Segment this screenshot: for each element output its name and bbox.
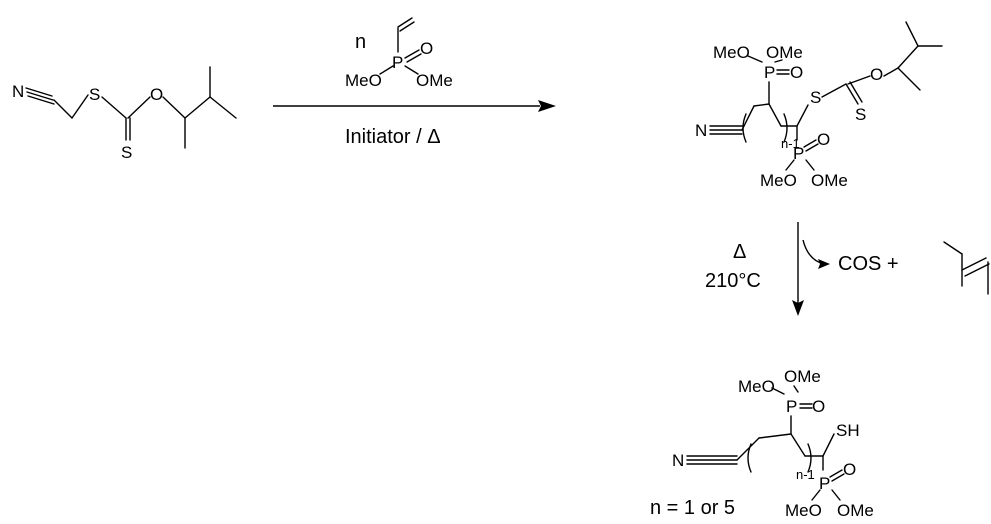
p2-chain-2 (758, 433, 792, 439)
delta-symbol: Δ (733, 241, 746, 263)
p2-chain-1 (736, 437, 760, 461)
p1-chain-3 (768, 103, 782, 127)
ch2-bond-b (71, 94, 89, 119)
oxo-oxygen: O (420, 39, 433, 58)
p1-p-ome-left (747, 55, 763, 63)
vinyl-bond-1 (397, 17, 413, 28)
methoxy-left: MeO (345, 71, 382, 90)
p1-repeat-subscript: n-1 (781, 136, 800, 151)
p1-methoxy-top-left: MeO (713, 43, 750, 62)
sulfur-atom-link: S (89, 85, 100, 104)
ch-ch-bond (184, 96, 211, 119)
p1-sulfur-link: S (810, 88, 821, 107)
polymer-thiol-product: OMe MeO P O N n-1 SH P O MeO OMe (672, 367, 874, 520)
p1-chain-1 (741, 105, 755, 131)
p1-chain-2 (753, 103, 770, 107)
p2-oxo-bottom: O (843, 460, 856, 479)
p2-bracket-right (807, 443, 812, 473)
p2-methoxy-top-right: OMe (784, 367, 821, 386)
ch2-bond-a (53, 99, 73, 119)
p1-methoxy-top-right: OMe (766, 43, 803, 62)
nitrile-bond-3 (27, 95, 55, 105)
vinylphosphonate-reagent: n P O MeO OMe (345, 17, 453, 90)
p1-p-ome-bot-right (805, 159, 815, 171)
p1-oxygen-ester: O (870, 65, 883, 84)
reaction-arrow (273, 100, 556, 112)
oxygen-atom: O (150, 85, 163, 104)
ipr-methyl-2 (209, 96, 237, 119)
p2-po-bot-1 (829, 469, 843, 478)
arrow-head (538, 100, 556, 112)
nitrogen-atom: N (12, 82, 24, 101)
p2-p-ome-right (793, 385, 799, 393)
p1-oxo-bottom: O (817, 130, 830, 149)
vinyl-bond-2 (399, 21, 415, 32)
curved-arrow-head (818, 259, 830, 269)
p2-nitrogen: N (672, 451, 684, 470)
n-value-note: n = 1 or 5 (650, 497, 735, 519)
p1-phosphorus-top: P (764, 63, 775, 82)
p1-chain-5 (796, 104, 809, 127)
c-o-bond (127, 96, 151, 119)
p2-oxo-top: O (812, 397, 825, 416)
p1-s-c-bond (821, 83, 847, 98)
o-ch-bond (162, 96, 186, 119)
alkene-byproduct (943, 241, 990, 295)
sulfur-atom-thione: S (121, 143, 132, 162)
p2-c-sh-bond (822, 433, 835, 457)
p2-phosphorus-top: P (786, 397, 797, 416)
p2-p-ome-bot-right (831, 489, 841, 501)
down-arrow-head (792, 300, 804, 316)
polymer-xanthate-product: OMe MeO P O N n-1 S S O P (695, 21, 943, 190)
po-double-2 (406, 53, 422, 63)
nitrile-bond-2 (26, 91, 54, 101)
thermal-elimination-arrow (792, 222, 830, 316)
nitrile-bond-1 (25, 87, 53, 97)
p1-phosphorus-bottom: P (793, 144, 804, 163)
temperature-label: 210°C (705, 270, 761, 292)
p1-bracket-right (783, 113, 788, 143)
phosphorus-atom: P (392, 53, 403, 72)
s-c-bond (101, 96, 127, 119)
p2-p-ome-bot-left (811, 489, 821, 501)
p1-p-ome-right (774, 59, 783, 63)
p1-ch-ch (897, 45, 919, 69)
monomer-count-n: n (355, 31, 366, 53)
alkene-bond-4 (964, 263, 990, 277)
p2-methoxy-bottom-left: MeO (785, 501, 822, 520)
reaction-conditions: Initiator / Δ (345, 126, 441, 148)
p2-chain-3 (790, 433, 806, 457)
p1-c-o-bond (847, 75, 871, 85)
po-double-1 (404, 49, 420, 59)
p1-p-ome-bot-left (785, 159, 795, 171)
p1-methoxy-bottom-right: OMe (811, 171, 848, 190)
p-ome-left-bond (379, 65, 394, 75)
p1-cs-double-1 (845, 83, 859, 105)
p2-thiol-group: SH (836, 421, 860, 440)
starting-xanthate: N S S O (12, 66, 237, 162)
p1-methoxy-bottom-left: MeO (760, 171, 797, 190)
alkene-bond-3 (961, 257, 987, 271)
p1-oxo-top: O (790, 63, 803, 82)
p1-nitrogen: N (695, 121, 707, 140)
p2-methoxy-bottom-right: OMe (837, 501, 874, 520)
p2-po-bot-2 (831, 473, 845, 482)
p2-phosphorus-bottom: P (819, 474, 830, 493)
p1-cs-double-2 (849, 81, 863, 103)
p1-po-bot-2 (805, 143, 819, 152)
p2-methoxy-top-left: MeO (738, 377, 775, 396)
p1-sulfur-thione: S (855, 105, 866, 124)
p1-po-bot-1 (803, 139, 817, 148)
p1-ch-methyl (897, 67, 921, 91)
p1-ipr-2 (905, 21, 919, 47)
p2-repeat-subscript: n-1 (796, 467, 815, 482)
methoxy-right: OMe (416, 71, 453, 90)
byproduct-label: COS + (838, 253, 899, 275)
p1-o-ch-bond (883, 67, 899, 77)
alkene-bond-1 (943, 241, 963, 255)
p2-p-ome-left (771, 387, 785, 395)
p-ome-right-bond (404, 65, 419, 75)
